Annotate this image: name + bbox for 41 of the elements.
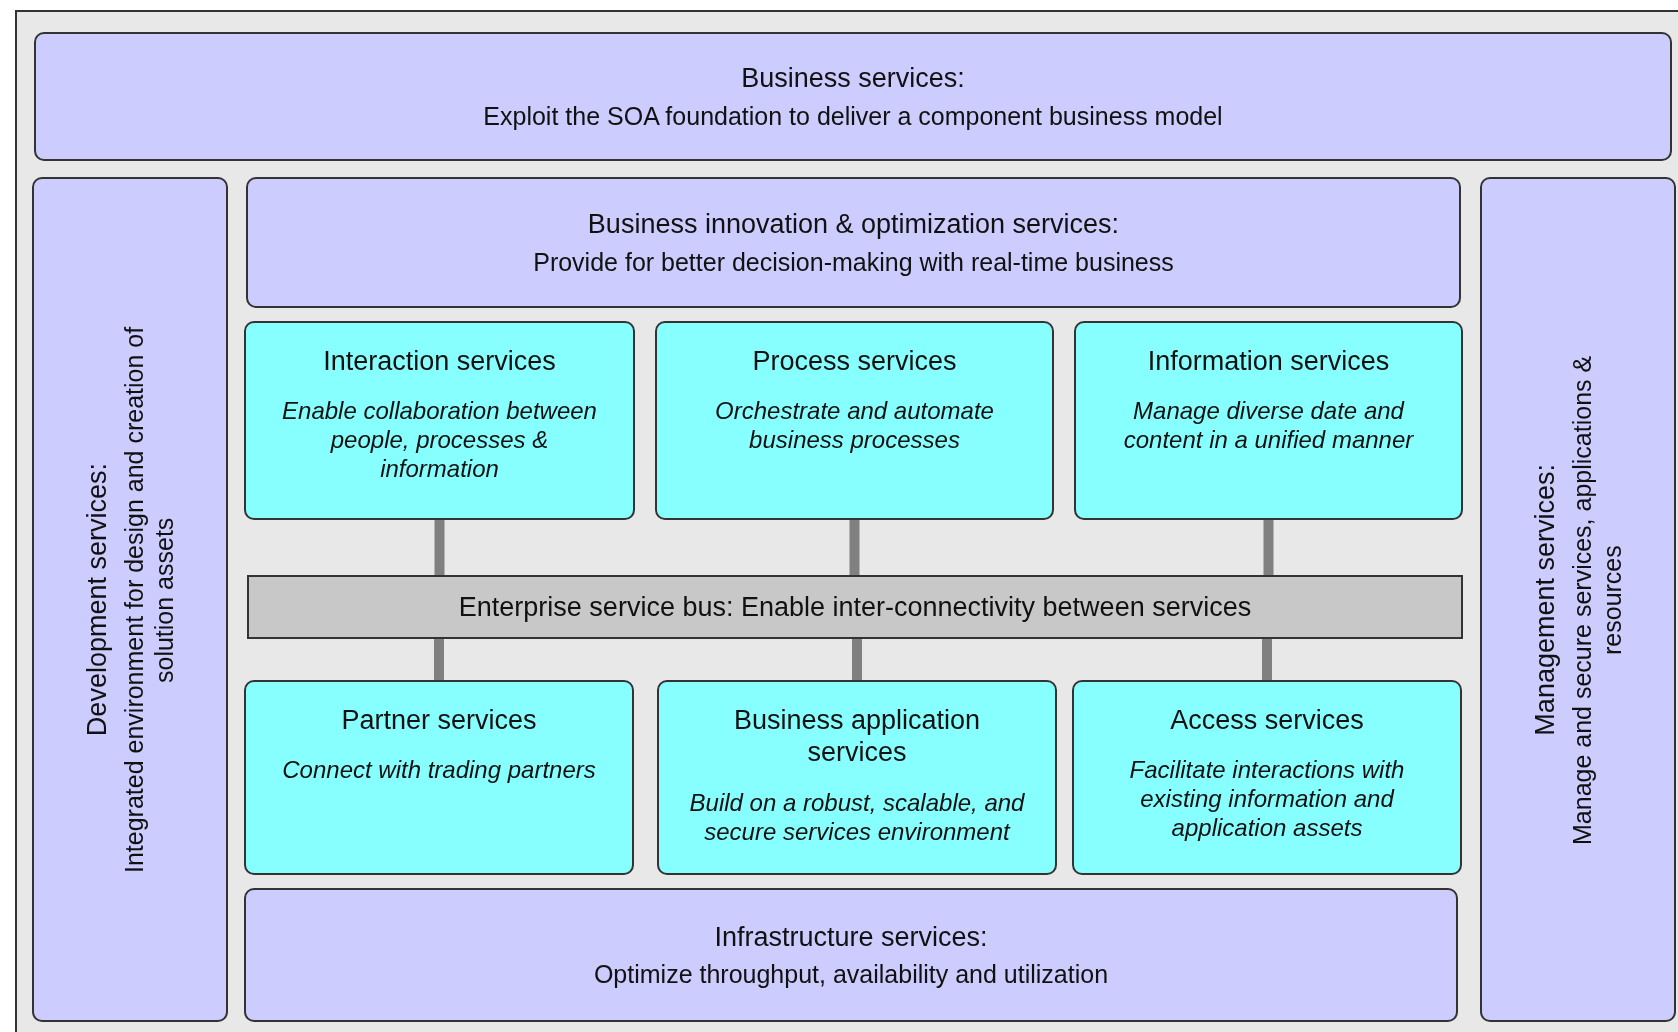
service-title: Partner services xyxy=(341,704,537,737)
service-box xyxy=(657,680,1057,875)
service-box xyxy=(655,321,1054,520)
connector-line xyxy=(852,639,862,680)
service-box xyxy=(1072,680,1462,875)
connector-line xyxy=(1262,639,1272,680)
connector-line xyxy=(849,520,860,575)
service-description: Manage and secure services, applications & resources xyxy=(1567,353,1628,847)
service-description: Orchestrate and automate business processes xyxy=(714,397,995,455)
service-title: Business innovation & optimization services: xyxy=(587,208,1120,241)
service-box xyxy=(244,680,634,875)
service-column xyxy=(1480,177,1676,1022)
service-title: Information services xyxy=(1147,345,1390,378)
service-description: Optimize throughput, availability and utilization xyxy=(593,959,1109,990)
service-description: Provide for better decision-making with real-time business xyxy=(533,246,1174,277)
service-description: Exploit the SOA foundation to deliver a component business model xyxy=(483,100,1223,131)
service-description: Build on a robust, scalable, and secure services environment xyxy=(689,788,1025,847)
service-title: Infrastructure services: xyxy=(714,920,988,954)
service-title: Process services xyxy=(752,345,957,378)
service-description: Manage diverse date and content in a unified manner xyxy=(1122,397,1415,455)
service-description: Integrated environment for design and creation of solution assets xyxy=(119,325,180,875)
service-title: Management services: xyxy=(1528,463,1561,736)
service-title: Business application services xyxy=(732,704,982,769)
service-title: Access services xyxy=(1170,704,1364,737)
service-description: Enable collaboration between people, processes & information xyxy=(281,397,598,484)
service-title: Interaction services xyxy=(323,345,556,378)
service-title: Development services: xyxy=(80,462,113,737)
service-band xyxy=(34,32,1672,161)
service-box xyxy=(244,321,635,520)
service-column xyxy=(32,177,228,1022)
service-title: Enterprise service bus: Enable inter-connectivity between services xyxy=(458,590,1252,624)
service-box xyxy=(1074,321,1463,520)
service-band xyxy=(244,888,1458,1022)
service-band xyxy=(246,177,1461,308)
connector-line xyxy=(434,520,445,575)
connector-line xyxy=(434,639,444,680)
connector-line xyxy=(1263,520,1274,575)
service-title: Business services: xyxy=(741,62,965,95)
bus-bar xyxy=(247,575,1463,639)
service-description: Facilitate interactions with existing information and application assets xyxy=(1128,756,1406,843)
service-description: Connect with trading partners xyxy=(282,756,596,786)
